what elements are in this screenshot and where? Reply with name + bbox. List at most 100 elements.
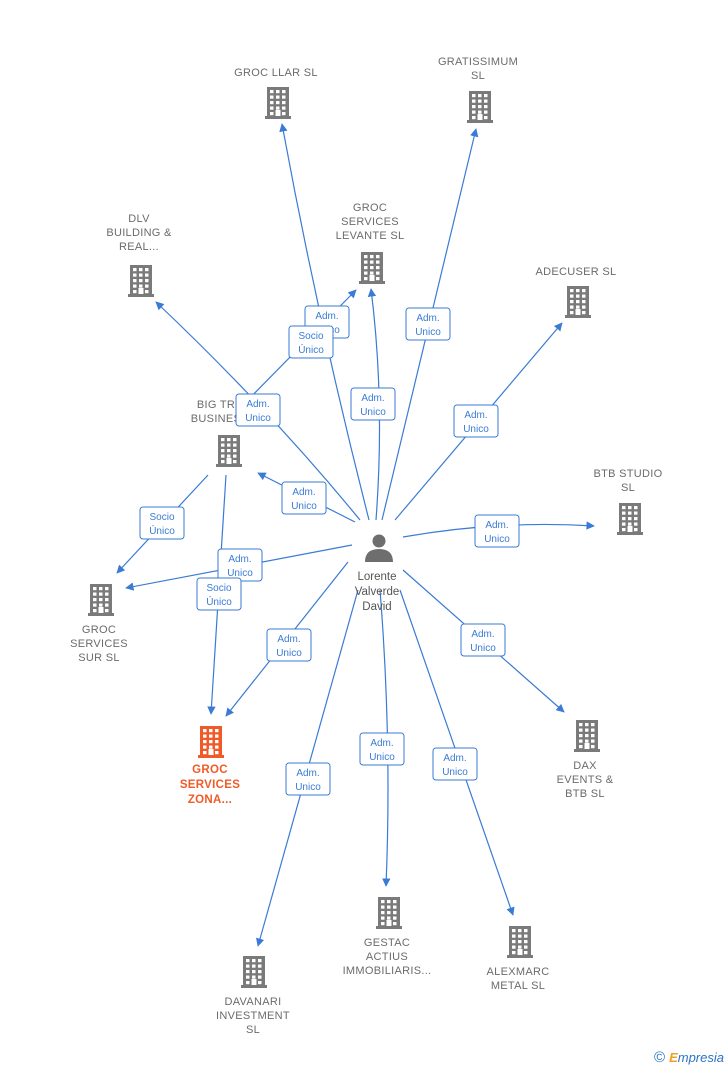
company-node-groc-zona[interactable]: GROCSERVICESZONA...: [180, 726, 240, 806]
company-node-adecuser[interactable]: ADECUSER SL: [536, 266, 617, 318]
building-icon: [565, 286, 591, 318]
label-line: Valverde: [355, 586, 400, 598]
edge-label-lorente-to-alexmarc: Adm.Unico: [432, 747, 478, 781]
edge-label-line: Unico: [295, 782, 321, 793]
edge-label-line: Unico: [484, 534, 510, 545]
building-icon: [507, 926, 533, 958]
edge-label-line: Unico: [470, 643, 496, 654]
label-line: David: [362, 601, 391, 613]
edge-label-line: Socio: [206, 583, 231, 594]
building-icon: [617, 503, 643, 535]
building-icon: [88, 584, 114, 616]
label-line: BUSINES: [191, 413, 241, 425]
edge-label-lorente-to-groc_sur: Adm.Unico: [217, 548, 263, 582]
building-icon: [216, 435, 242, 467]
label-line: GESTAC: [364, 937, 410, 949]
person-icon: [365, 534, 393, 562]
edge-label-lorente-to-big_tr: Adm.Unico: [281, 481, 327, 515]
company-node-groc-sur[interactable]: GROC SERVICES SUR SL: [70, 584, 128, 664]
company-node-dax[interactable]: DAX EVENTS & BTB SL: [557, 720, 614, 800]
edge-label-line: Unico: [245, 413, 271, 424]
label-line: SERVICES: [70, 638, 128, 650]
edge-label-line: Adm.: [296, 768, 319, 779]
edge-label-line: Adm.: [443, 753, 466, 764]
edge-label-line: Adm.: [277, 634, 300, 645]
building-icon: [574, 720, 600, 752]
edge-label-line: Adm.: [471, 629, 494, 640]
label-line: IMMOBILIARIS...: [343, 965, 432, 977]
edge-label-line: Único: [149, 524, 175, 537]
building-icon: [376, 897, 402, 929]
label-line: GROC: [82, 624, 116, 636]
edge-label-lorente-to-gestac: Adm. Unico: [359, 732, 405, 766]
edge-label-lorente-to-btb_studio: Adm. Unico: [474, 514, 520, 548]
label-line: ZONA...: [188, 794, 232, 806]
building-icon: [467, 91, 493, 123]
edge-label-line: Socio: [149, 512, 174, 523]
label-line: EVENTS &: [557, 774, 614, 786]
label-line: SERVICES: [180, 779, 240, 791]
edge-label-line: Único: [206, 595, 232, 608]
edge-label-lorente-to-dax: Adm. Unico: [460, 623, 506, 657]
edge-label-line: Unico: [227, 568, 253, 579]
label-line: ACTIUS: [366, 951, 408, 963]
edge-label-line: Unico: [276, 648, 302, 659]
edge-label-line: Unico: [369, 752, 395, 763]
edge-label-line: Unico: [415, 327, 441, 338]
label-line: DAVANARI: [224, 996, 281, 1008]
edge-label-line: Adm.: [246, 399, 269, 410]
label-line: SL: [471, 70, 485, 82]
label-line: BTB SL: [565, 788, 605, 800]
label-line: SERVICES: [341, 216, 399, 228]
edge-label-line: Unico: [360, 407, 386, 418]
label-line: LEVANTE SL: [336, 230, 405, 242]
company-node-groc-llar[interactable]: GROC LLAR SL: [234, 67, 318, 119]
label-line: BUILDING &: [106, 227, 172, 239]
label-line: DAX: [573, 760, 597, 772]
company-node-davanari[interactable]: DAVANARI INVESTMENT SL: [216, 956, 290, 1036]
label-line: SL: [246, 1024, 260, 1036]
label-line: BIG TR: [197, 399, 235, 411]
edge-label-lorente-to-groc_zona: Adm. Unico: [266, 628, 312, 662]
label-line: REAL...: [119, 241, 159, 253]
building-icon: [241, 956, 267, 988]
building-icon: [265, 87, 291, 119]
label-line: DLV: [128, 213, 150, 225]
copyright-icon: ©: [654, 1049, 666, 1066]
edge-label-line: Adm.: [485, 520, 508, 531]
edges-layer: [116, 123, 595, 947]
edge-label-lorente-to-davanari: Adm. Unico: [285, 762, 331, 796]
edge-label-line: Unico: [463, 424, 489, 435]
building-icon: [359, 252, 385, 284]
building-icon: [198, 726, 224, 758]
label-line: INVESTMENT: [216, 1010, 290, 1022]
company-node-dlv[interactable]: DLV BUILDING & REAL...: [106, 213, 172, 297]
footer-brand[interactable]: © Empresia: [654, 1049, 724, 1066]
label-line: SL: [621, 482, 635, 494]
company-node-gestac[interactable]: GESTAC ACTIUS IMMOBILIARIS...: [343, 897, 432, 977]
brand-name: mpresia: [677, 1050, 724, 1065]
edge-label-line: Adm.: [464, 410, 487, 421]
edge-label-line: Adm.: [416, 313, 439, 324]
company-node-groc-levante[interactable]: GROC SERVICES LEVANTE SL: [336, 202, 405, 284]
label-line: GROC: [353, 202, 387, 214]
edge-label-lorente-to-groc_levante: Adm.Unico: [350, 387, 396, 421]
label-line: ALEXMARC: [487, 966, 550, 978]
edge-label-line: Socio: [298, 331, 323, 342]
edge-label-line: Adm.: [370, 738, 393, 749]
edge-label-line: Adm.: [315, 311, 338, 322]
edge-label-lorente-to-dlv: Adm. Unico: [235, 393, 281, 427]
label-line: ADECUSER SL: [536, 266, 617, 278]
label-line: GROC LLAR SL: [234, 67, 318, 79]
label-line: SUR SL: [78, 652, 120, 664]
brand-initial: E: [669, 1050, 678, 1065]
company-node-big-tr[interactable]: BIG TR BUSINES: [191, 399, 242, 467]
